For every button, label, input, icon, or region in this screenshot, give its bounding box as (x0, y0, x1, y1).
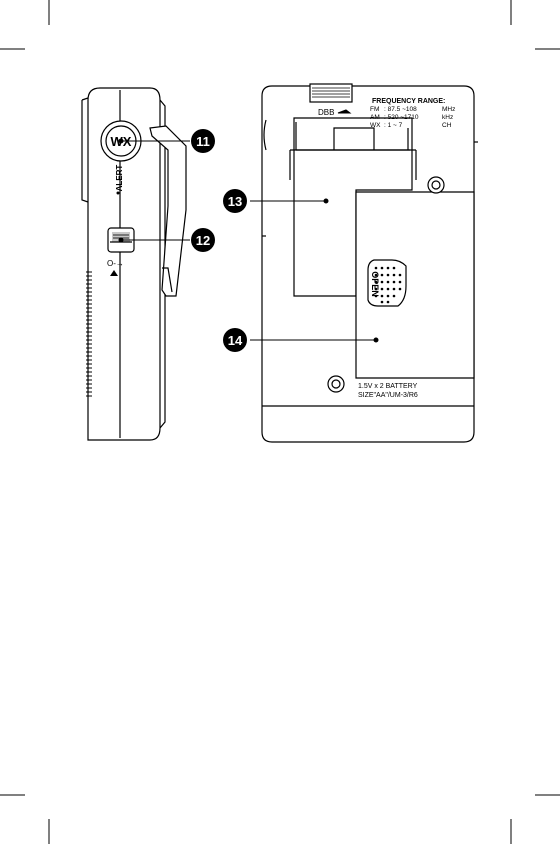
fm-unit: MHz (442, 106, 455, 113)
fm-range: : 87.5 ~108 (384, 106, 417, 113)
alert-dot (116, 191, 120, 195)
open-grip (367, 259, 407, 307)
dbb-arrow (337, 109, 352, 114)
side-view (81, 87, 187, 441)
side-body (87, 87, 161, 441)
am-band: AM (370, 114, 380, 121)
callout-11-label: 11 (196, 134, 210, 149)
clip-plate (293, 117, 413, 297)
callout-13: 13 (223, 189, 247, 213)
am-unit: kHz (442, 114, 453, 121)
wx-band: WX (370, 122, 381, 129)
battery-line-1: 1.5V x 2 BATTERY (358, 383, 418, 390)
wx-unit: CH (442, 122, 452, 129)
open-grip-dots (374, 266, 402, 304)
dbb-label: DBB (318, 108, 334, 117)
open-label: OPEN (370, 271, 380, 297)
callout-12-label: 12 (196, 233, 210, 248)
wx-range: : 1 ~ 7 (384, 122, 403, 129)
callout-14: 14 (223, 328, 247, 352)
callout-11: 11 (191, 129, 215, 153)
callout-12: 12 (191, 228, 215, 252)
lock-symbol: O-→ (107, 259, 124, 268)
battery-line-2: SIZE"AA"/UM-3/R6 (358, 392, 418, 399)
callout-13-label: 13 (228, 194, 242, 209)
dbb-switch (309, 83, 353, 103)
frequency-table: FREQUENCY RANGE: FM : 87.5 ~108 MHz AM :… (370, 98, 455, 129)
grip-ridges (86, 271, 92, 397)
alert-label: ALERT (115, 165, 124, 192)
freq-title: FREQUENCY RANGE: (372, 98, 445, 105)
lock-arrow (110, 270, 118, 276)
callout-leaders (118, 138, 379, 343)
back-view (261, 83, 478, 443)
callout-14-label: 14 (228, 333, 243, 348)
fm-band: FM (370, 106, 379, 113)
am-range: : 520 ~1710 (384, 114, 419, 121)
belt-clip (149, 125, 187, 297)
